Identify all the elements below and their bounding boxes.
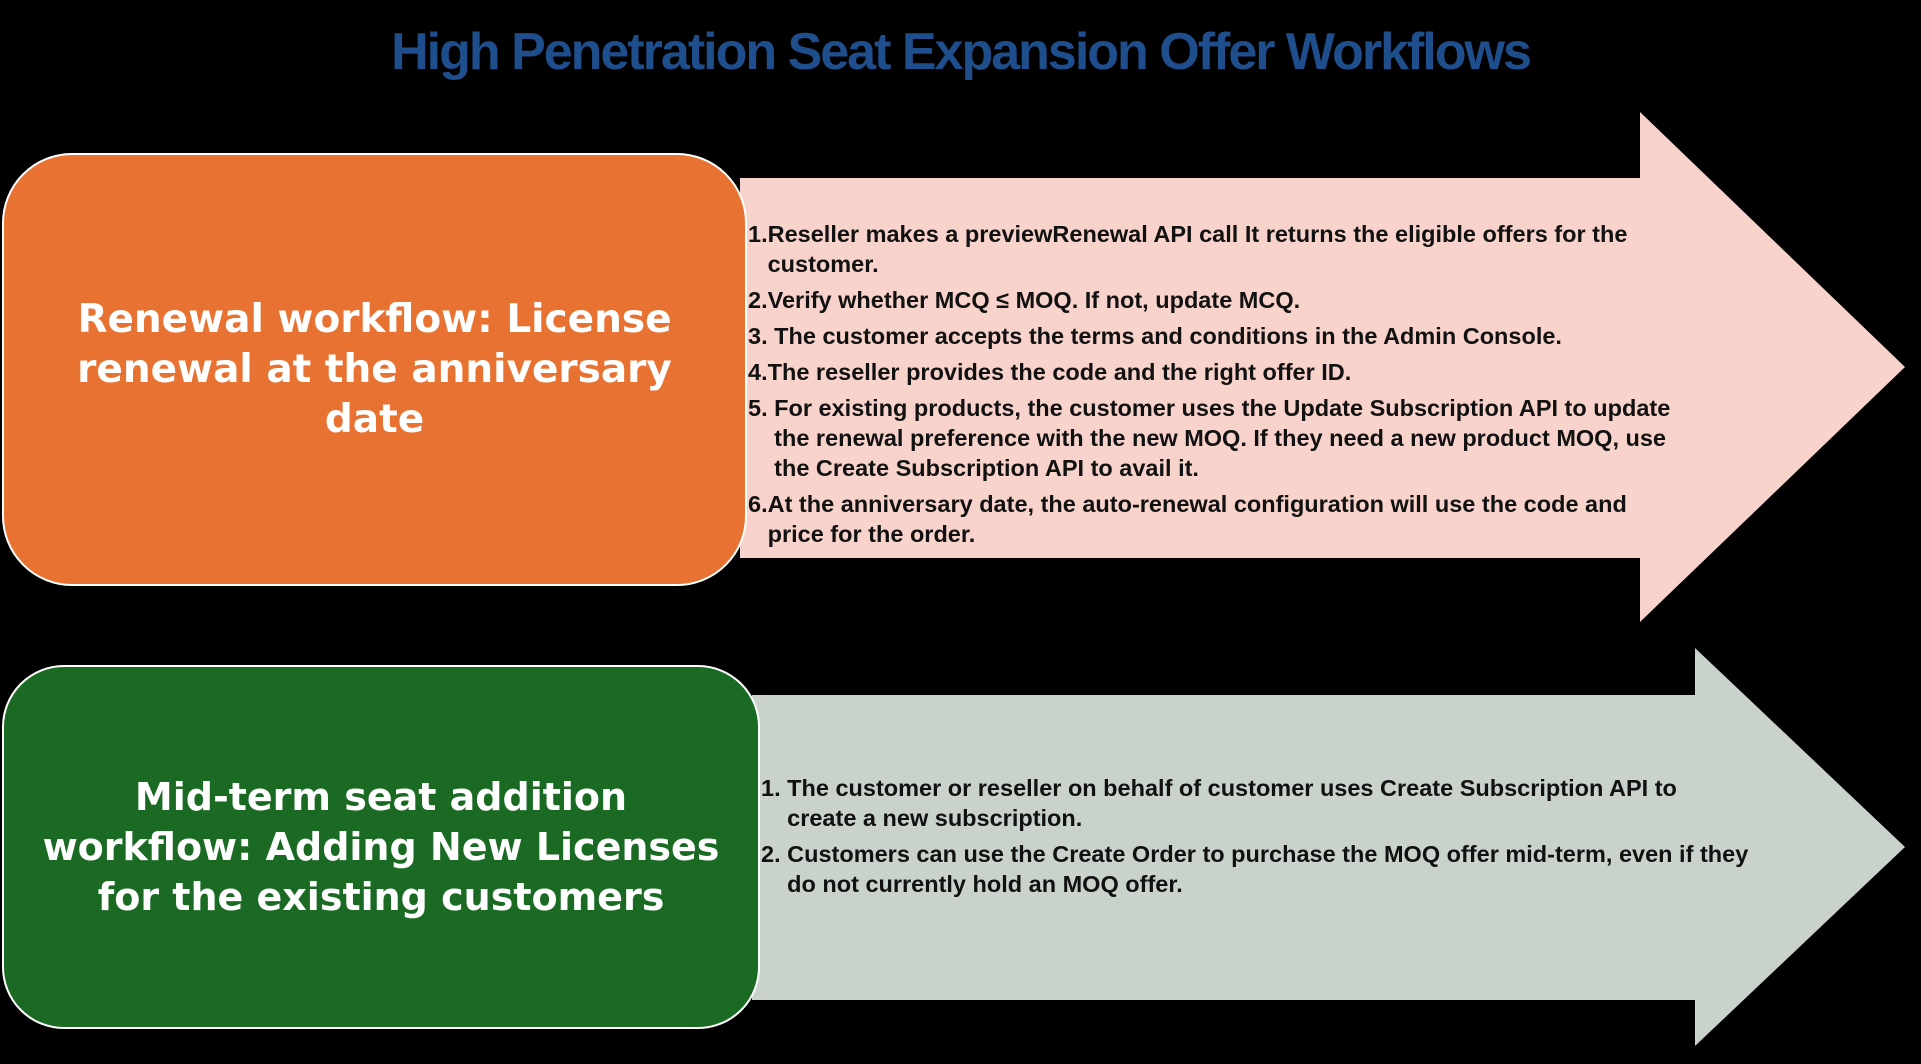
- midterm-arrow: [752, 648, 1905, 1046]
- step-number: 2.: [748, 287, 768, 313]
- page-title: High Penetration Seat Expansion Offer Wo…: [391, 23, 1532, 81]
- step-number: 4.: [748, 359, 768, 385]
- step-text: Reseller makes a previewRenewal API call…: [767, 221, 1628, 277]
- midterm-workflow-box: Mid-term seat addition workflow: Adding …: [2, 665, 760, 1029]
- step-text: The reseller provides the code and the r…: [767, 359, 1352, 385]
- step-text: The customer or reseller on behalf of cu…: [787, 775, 1677, 831]
- list-item: 6. At the anniversary date, the auto-ren…: [748, 489, 1688, 549]
- midterm-steps-list: 1. The customer or reseller on behalf of…: [761, 773, 1751, 905]
- step-text: For existing products, the customer uses…: [774, 395, 1671, 481]
- step-text: At the anniversary date, the auto-renewa…: [767, 491, 1627, 547]
- renewal-steps-list: 1. Reseller makes a previewRenewal API c…: [748, 219, 1688, 555]
- list-item: 1. The customer or reseller on behalf of…: [761, 773, 1751, 833]
- list-item: 4. The reseller provides the code and th…: [748, 357, 1688, 387]
- step-number: 1.: [748, 221, 768, 247]
- step-number: 1.: [761, 775, 788, 801]
- renewal-arrow: [740, 112, 1905, 622]
- renewal-workflow-label: Renewal workflow: License renewal at the…: [77, 296, 672, 442]
- renewal-workflow-box: Renewal workflow: License renewal at the…: [2, 153, 747, 586]
- list-item: 3. The customer accepts the terms and co…: [748, 321, 1688, 351]
- midterm-workflow-label: Mid-term seat addition workflow: Adding …: [42, 775, 720, 919]
- step-text: Customers can use the Create Order to pu…: [787, 841, 1749, 897]
- step-text: The customer accepts the terms and condi…: [774, 323, 1562, 349]
- step-number: 6.: [748, 491, 768, 517]
- step-number: 3.: [748, 323, 775, 349]
- list-item: 2. Verify whether MCQ ≤ MOQ. If not, upd…: [748, 285, 1688, 315]
- list-item: 1. Reseller makes a previewRenewal API c…: [748, 219, 1688, 279]
- list-item: 2. Customers can use the Create Order to…: [761, 839, 1751, 899]
- step-number: 2.: [761, 841, 788, 867]
- step-number: 5.: [748, 395, 775, 421]
- step-text: Verify whether MCQ ≤ MOQ. If not, update…: [767, 287, 1301, 313]
- list-item: 5. For existing products, the customer u…: [748, 393, 1688, 483]
